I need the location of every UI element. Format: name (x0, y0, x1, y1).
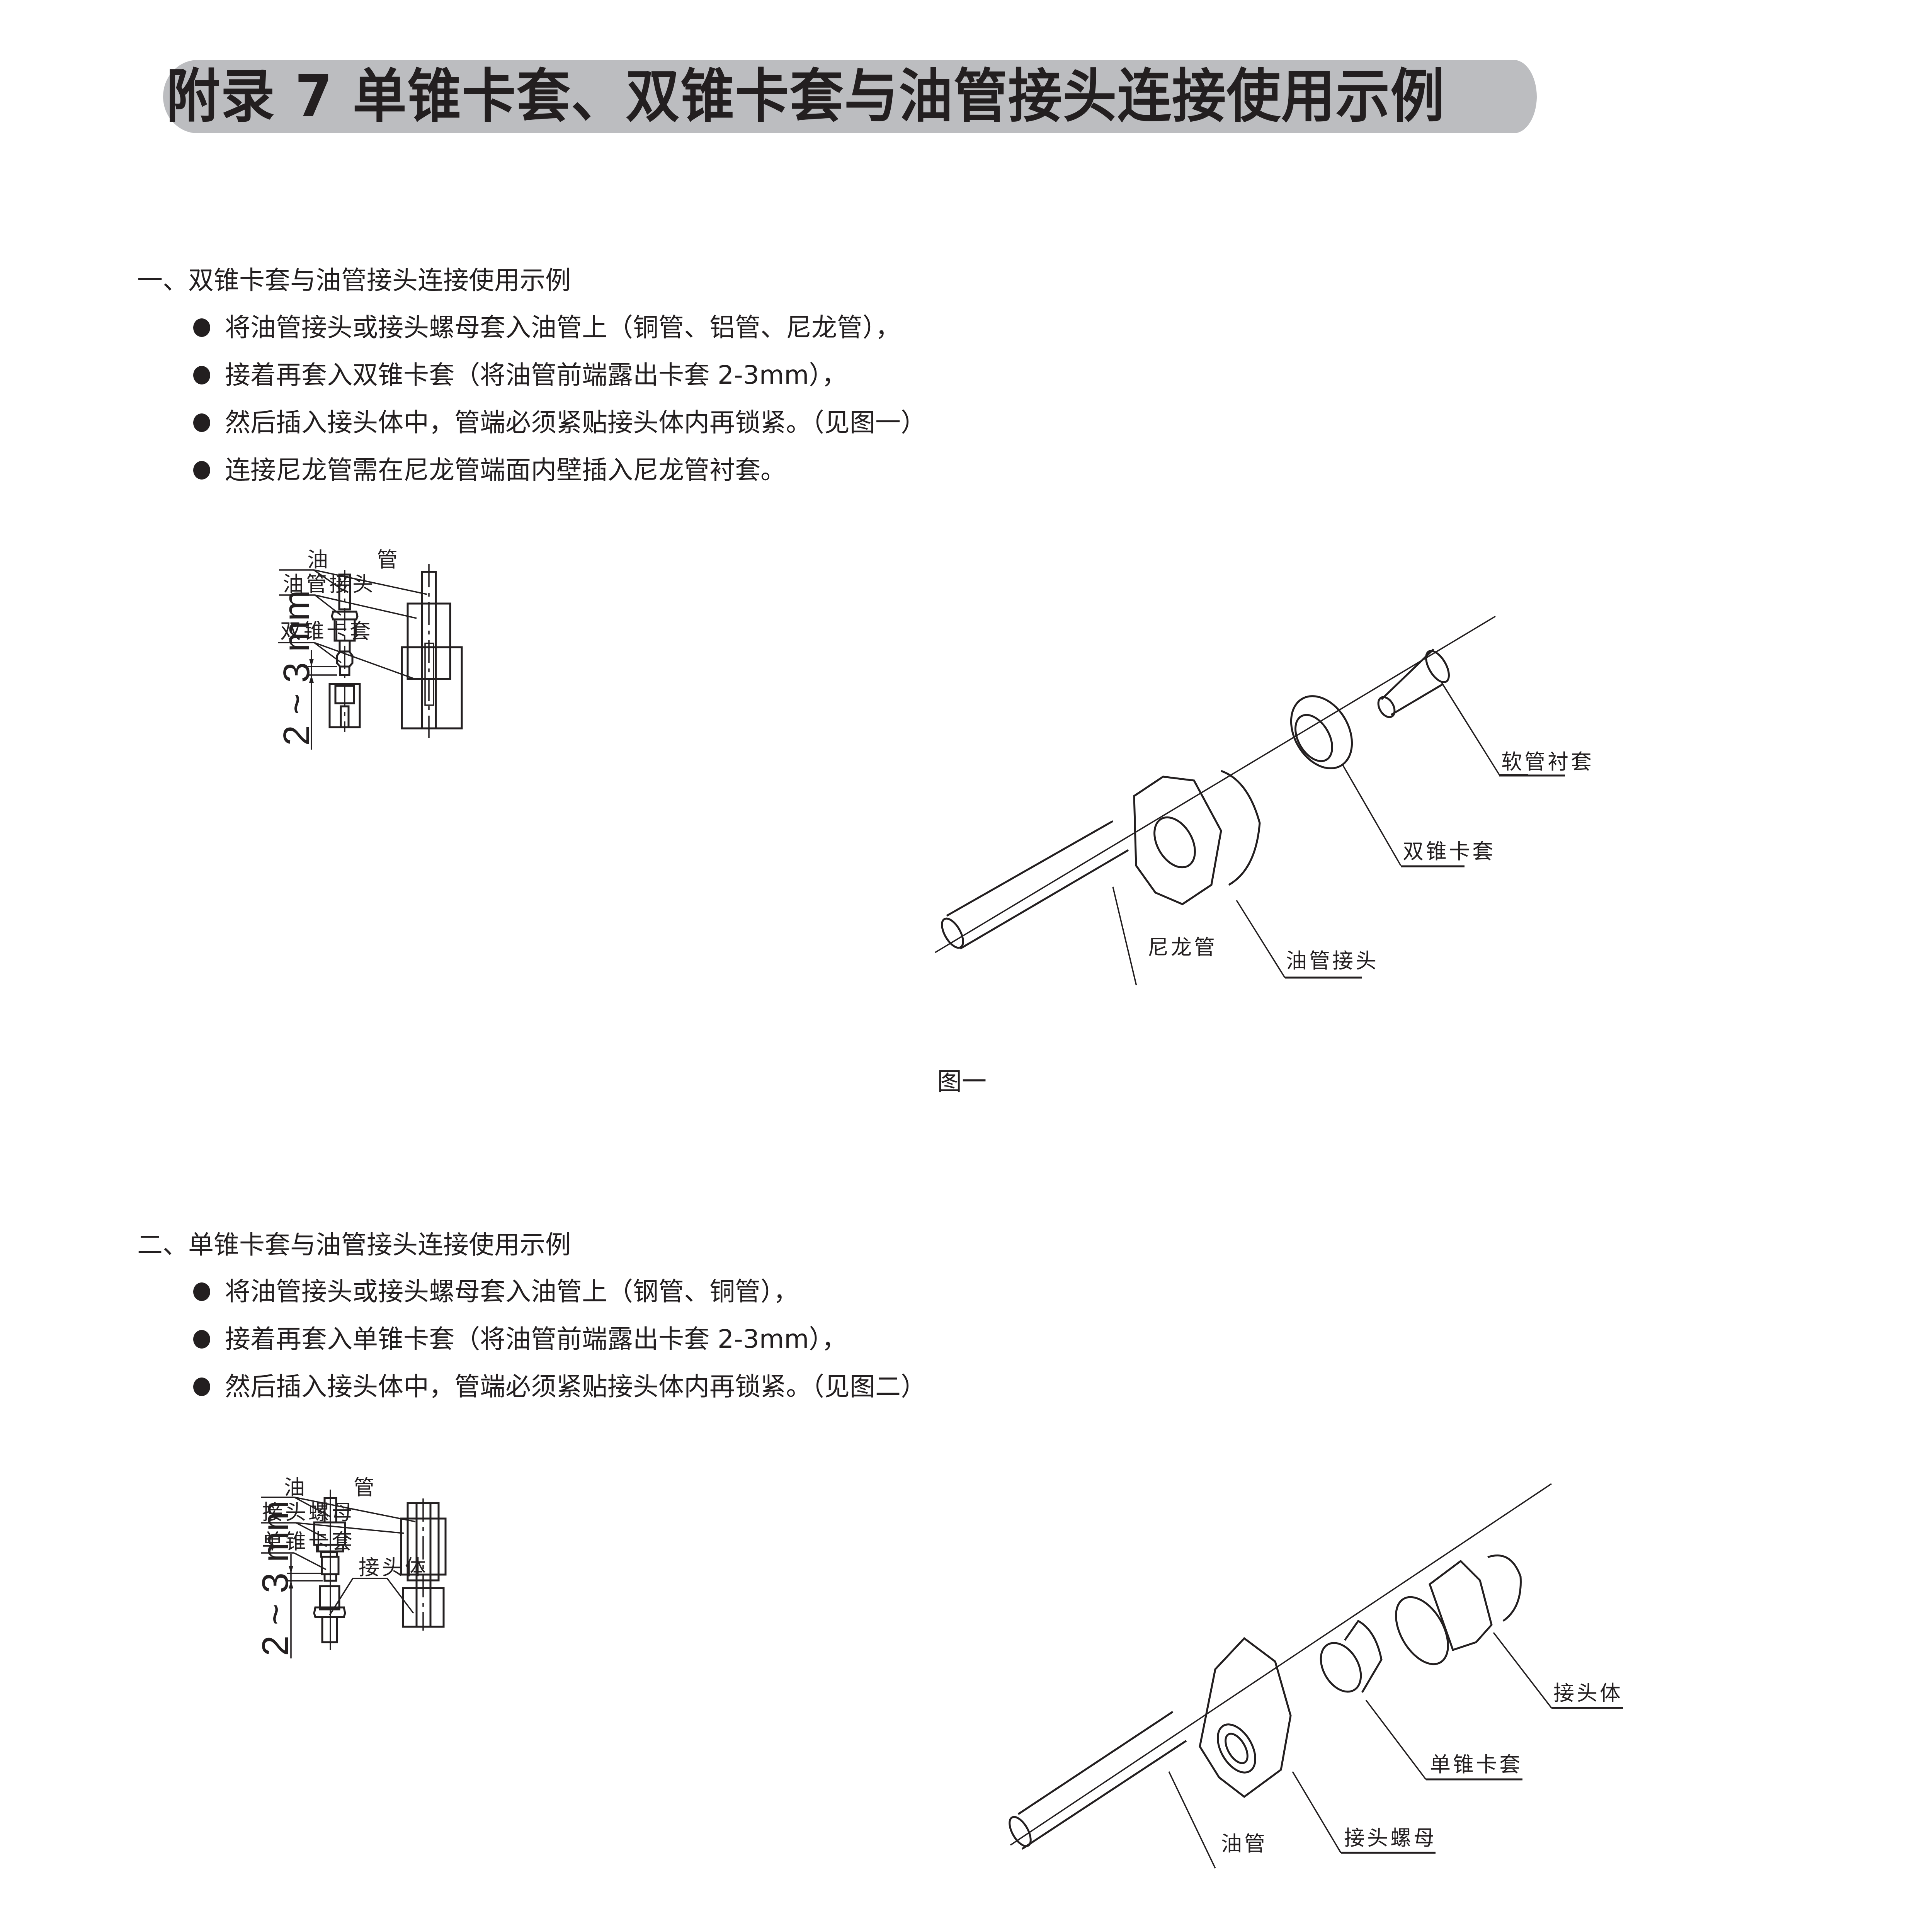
label-oil-pipe: 油 管 (284, 1475, 377, 1500)
label-nut: 接头螺母 (1344, 1826, 1437, 1850)
bullet-dot-icon (193, 366, 210, 384)
label-pipe-fitting: 油管接头 (283, 572, 376, 596)
figure-1-exploded-view: 软管衬套 双锥卡套 油管接头 尼龙管 (927, 599, 1700, 985)
bullet-dot-icon (193, 318, 210, 337)
label-single-cone-ferrule: 单锥卡套 (1430, 1752, 1522, 1777)
label-double-cone-ferrule: 双锥卡套 (1403, 839, 1495, 864)
bullet-dot-icon (193, 461, 210, 480)
bullet-dot-icon (193, 1378, 210, 1396)
section-2-bullet: 将油管接头或接头螺母套入油管上（钢管、铜管）， (193, 1276, 799, 1307)
bullet-dot-icon (193, 1282, 210, 1301)
bullet-dot-icon (193, 1330, 210, 1349)
label-fitting-body: 接头体 (1553, 1681, 1623, 1705)
dimension-label: 2 ~ 3 mm (255, 1500, 296, 1656)
label-nylon-pipe: 尼龙管 (1148, 935, 1217, 959)
label-oil-pipe: 油 管 (307, 549, 400, 572)
section-1-bullet: 然后插入接头体中，管端必须紧贴接头体内再锁紧。（见图一） (193, 407, 926, 438)
section-2-bullet: 然后插入接头体中，管端必须紧贴接头体内再锁紧。（见图二） (193, 1371, 926, 1402)
section-2-bullet: 接着再套入单锥卡套（将油管前端露出卡套 2-3mm）， (193, 1324, 847, 1355)
figure-1-caption: 图一 (937, 1068, 987, 1096)
page-title: 附录 7 单锥卡套、双锥卡套与油管接头连接使用示例 (166, 63, 1445, 130)
label-oil-pipe: 油管 (1221, 1832, 1267, 1856)
label-single-cone-ferrule: 单锥卡套 (262, 1529, 355, 1554)
bullet-dot-icon (193, 413, 210, 432)
figure-2-exploded-view: 接头体 单锥卡套 接头螺母 油管 (1005, 1468, 1700, 1874)
dimension-label: 2 ~ 3 mm (276, 590, 317, 746)
section-2-heading: 二、单锥卡套与油管接头连接使用示例 (137, 1230, 571, 1260)
section-1-bullet: 接着再套入双锥卡套（将油管前端露出卡套 2-3mm）， (193, 360, 847, 391)
label-pipe-fitting: 油管接头 (1286, 949, 1379, 973)
label-hose-bushing: 软管衬套 (1501, 750, 1594, 774)
label-fitting-body: 接头体 (359, 1555, 428, 1580)
title-banner (163, 60, 1537, 133)
section-1-bullet: 将油管接头或接头螺母套入油管上（铜管、铝管、尼龙管）， (193, 312, 901, 343)
section-1-bullet: 连接尼龙管需在尼龙管端面内壁插入尼龙管衬套。 (193, 455, 786, 486)
section-1-heading: 一、双锥卡套与油管接头连接使用示例 (137, 265, 571, 295)
figure-2-section-drawing: 油 管 接头螺母 单锥卡套 接头体 2 ~ 3 mm (251, 1468, 792, 1932)
figure-1-section-drawing: 油 管 油管接头 双锥卡套 2 ~ 3 mm (270, 549, 850, 1051)
